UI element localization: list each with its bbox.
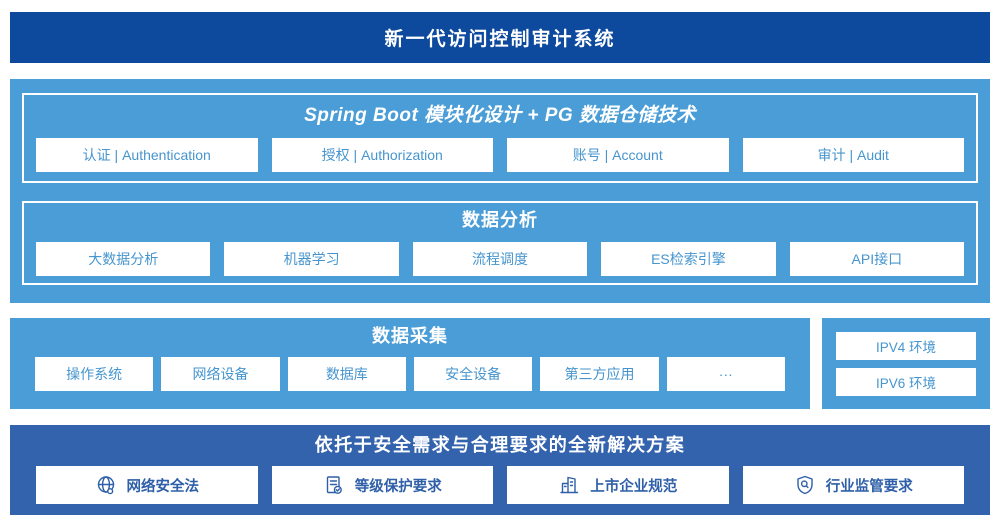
analysis-bigdata: 大数据分析 [36,242,211,276]
solution-row: 网络安全法 等级保护要求 [36,466,964,504]
solution-title: 依托于安全需求与合理要求的全新解决方案 [314,435,686,455]
data-analysis-row: 大数据分析 机器学习 流程调度 ES检索引擎 API接口 [36,242,965,276]
document-check-icon [323,474,345,496]
analysis-machine-learning: 机器学习 [224,242,399,276]
solution-section: 依托于安全需求与合理要求的全新解决方案 网络安全法 [10,425,990,515]
module-authentication: 认证 | Authentication [36,138,258,172]
data-analysis-title: 数据分析 [462,210,538,230]
analysis-api: API接口 [789,242,965,276]
springboot-title: Spring Boot 模块化设计 + PG 数据仓储技术 [304,105,696,126]
solution-industry-regulation: 行业监管要求 [742,466,964,504]
source-os: 操作系统 [35,357,154,391]
building-icon [558,474,580,496]
system-title: 新一代访问控制审计系统 [384,29,616,50]
system-title-banner: 新一代访问控制审计系统 [10,12,990,63]
analysis-workflow: 流程调度 [412,242,588,276]
source-third-party-app: 第三方应用 [540,357,659,391]
module-authorization: 授权 | Authorization [271,138,493,172]
module-account: 账号 | Account [507,138,729,172]
source-database: 数据库 [287,357,406,391]
module-audit: 审计 | Audit [742,138,964,172]
auth-module-row: 认证 | Authentication 授权 | Authorization 账… [36,138,964,172]
analysis-es-search: ES检索引擎 [601,242,776,276]
source-security-device: 安全设备 [413,357,533,391]
source-network-device: 网络设备 [161,357,280,391]
network-env-section: IPV4 环境 IPV6 环境 [822,318,990,409]
data-collection-section: 数据采集 操作系统 网络设备 数据库 安全设备 第三方应用 ··· [10,318,810,409]
env-ipv4: IPV4 环境 [836,331,976,360]
shield-inspect-icon [794,474,816,496]
globe-icon [95,474,117,496]
data-collection-title: 数据采集 [372,326,448,346]
data-collection-row: 操作系统 网络设备 数据库 安全设备 第三方应用 ··· [35,357,785,391]
platform-section: Spring Boot 模块化设计 + PG 数据仓储技术 认证 | Authe… [10,79,990,303]
solution-label: 网络安全法 [126,478,200,495]
source-more-ellipsis: ··· [666,357,785,391]
solution-classified-protection: 等级保护要求 [271,466,493,504]
data-analysis-box: 数据分析 大数据分析 机器学习 流程调度 ES检索引擎 API接口 [22,201,978,285]
solution-listed-company: 上市企业规范 [507,466,729,504]
solution-label: 行业监管要求 [825,478,913,495]
env-ipv6: IPV6 环境 [836,367,976,396]
springboot-box: Spring Boot 模块化设计 + PG 数据仓储技术 认证 | Authe… [22,93,978,183]
solution-cybersecurity-law: 网络安全法 [36,466,258,504]
solution-label: 上市企业规范 [590,478,678,495]
solution-label: 等级保护要求 [354,478,442,495]
